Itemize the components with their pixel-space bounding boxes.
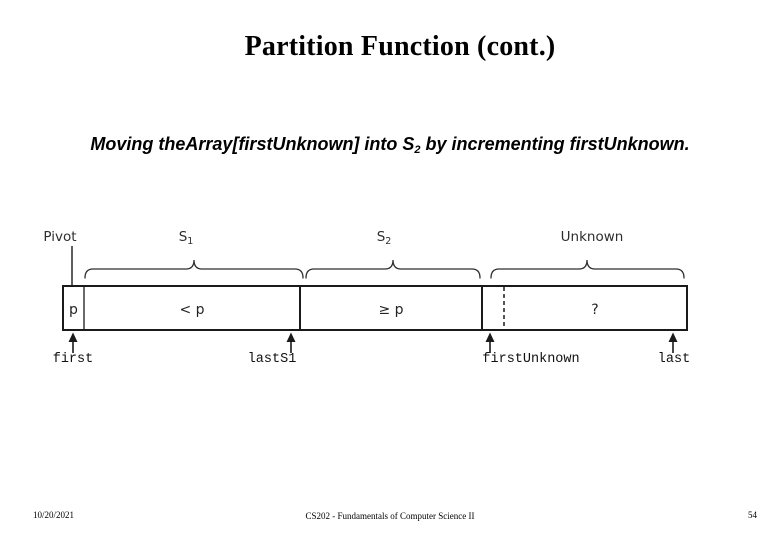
marker-arrow-lastS1 — [286, 332, 296, 353]
footer-date: 10/20/2021 — [33, 510, 75, 520]
subtitle-text-pre: Moving theArray[firstUnknown] into S — [90, 134, 415, 154]
marker-arrow-first — [68, 332, 78, 353]
pivot-pointer-label: Pivot — [43, 229, 76, 245]
marker-label-lastS1: lastS1 — [248, 352, 297, 367]
marker-arrow-last — [668, 332, 678, 353]
brace-s2 — [305, 259, 481, 279]
section-label-unknown: Unknown — [561, 229, 624, 245]
footer-course-title: CS202 - Fundamentals of Computer Science… — [305, 511, 475, 521]
section-label-s1: S1 — [179, 229, 194, 247]
subtitle-subscript: 2 — [414, 144, 421, 156]
s2-cell-value: ≥ p — [378, 302, 403, 318]
marker-label-last: last — [658, 352, 690, 367]
s1-cell-value: < p — [179, 302, 204, 318]
pivot-cell-value: p — [69, 302, 78, 318]
partition-array-diagram: Pivot S1 S2 Unknown p < p ≥ p ? — [30, 212, 760, 372]
marker-label-first: first — [53, 352, 94, 367]
subtitle-text-post: by incrementing firstUnknown. — [420, 134, 690, 154]
footer-page-number: 54 — [748, 510, 757, 520]
marker-label-firstUnknown: firstUnknown — [482, 352, 579, 367]
slide-subtitle: Moving theArray[firstUnknown] into S2 by… — [0, 134, 780, 156]
slide-title: Partition Function (cont.) — [244, 31, 556, 62]
marker-arrow-firstUnknown — [485, 332, 495, 353]
array-box — [62, 285, 688, 331]
unknown-cell-value: ? — [591, 302, 598, 318]
slide-footer: 10/20/2021 CS202 - Fundamentals of Compu… — [0, 510, 780, 524]
section-label-s2: S2 — [377, 229, 392, 247]
brace-s1 — [84, 259, 304, 279]
brace-unknown — [490, 259, 685, 279]
